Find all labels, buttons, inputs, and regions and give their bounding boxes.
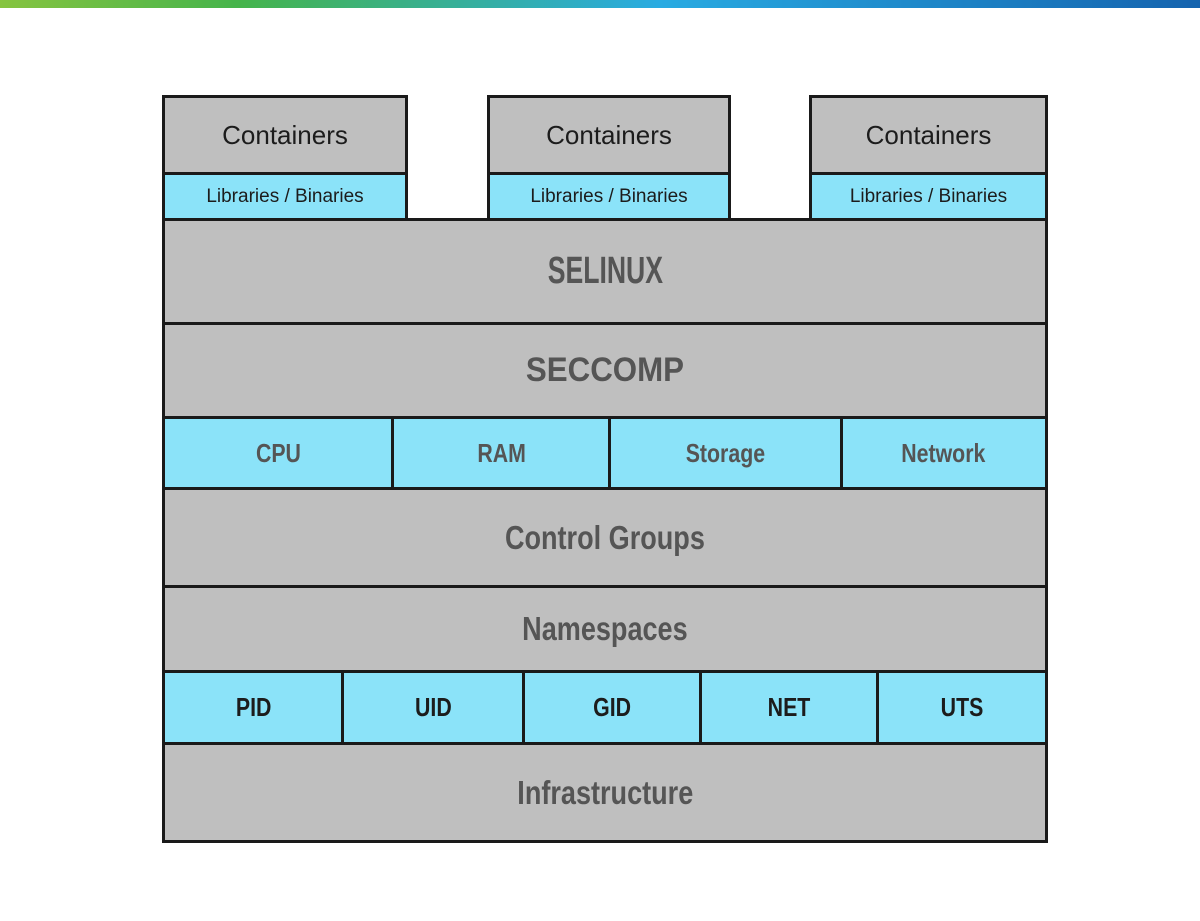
- ns-cell-uid: UID: [341, 670, 525, 745]
- gid-label: GID: [592, 692, 631, 722]
- ns-cell-net: NET: [699, 670, 880, 745]
- container-architecture-diagram: Containers Libraries / Binaries Containe…: [162, 95, 1049, 843]
- net-label: NET: [767, 692, 811, 722]
- uts-label: UTS: [940, 692, 984, 722]
- container-stacks-row: Containers Libraries / Binaries Containe…: [162, 95, 1048, 221]
- pid-label: PID: [235, 692, 271, 722]
- layer-infrastructure: Infrastructure: [162, 742, 1048, 843]
- infrastructure-label: Infrastructure: [517, 773, 693, 811]
- libraries-binaries-label: Libraries / Binaries: [530, 185, 688, 207]
- layer-selinux: SELINUX: [162, 218, 1048, 325]
- layer-seccomp: SECCOMP: [162, 322, 1048, 419]
- resource-cell-network: Network: [839, 416, 1049, 490]
- containers-label: Containers: [546, 119, 672, 150]
- container-stack: Containers Libraries / Binaries: [809, 95, 1048, 221]
- containers-label: Containers: [222, 119, 348, 150]
- ns-cell-uts: UTS: [876, 670, 1049, 745]
- ram-label: RAM: [476, 437, 526, 468]
- container-stack: Containers Libraries / Binaries: [162, 95, 408, 221]
- libraries-binaries-label: Libraries / Binaries: [849, 185, 1008, 207]
- resource-cell-storage: Storage: [608, 416, 843, 490]
- containers-label: Containers: [865, 119, 992, 150]
- container-stack: Containers Libraries / Binaries: [487, 95, 731, 221]
- resource-cell-cpu: CPU: [162, 416, 395, 490]
- seccomp-label: SECCOMP: [525, 351, 685, 389]
- resources-row: CPU RAM Storage Network: [162, 416, 1049, 490]
- libraries-binaries-box: Libraries / Binaries: [162, 172, 408, 221]
- containers-box: Containers: [487, 95, 731, 175]
- containers-box: Containers: [162, 95, 408, 175]
- containers-box: Containers: [809, 95, 1048, 175]
- top-gradient-bar: [0, 0, 1200, 8]
- libraries-binaries-box: Libraries / Binaries: [809, 172, 1048, 221]
- storage-label: Storage: [685, 437, 766, 468]
- libraries-binaries-box: Libraries / Binaries: [487, 172, 731, 221]
- namespaces-label: Namespaces: [522, 610, 688, 647]
- uid-label: UID: [414, 692, 452, 722]
- selinux-label: SELINUX: [547, 250, 663, 292]
- namespace-types-row: PID UID GID NET UTS: [162, 670, 1049, 745]
- control-groups-label: Control Groups: [505, 518, 705, 556]
- resource-cell-ram: RAM: [391, 416, 612, 490]
- ns-cell-gid: GID: [521, 670, 703, 745]
- ns-cell-pid: PID: [162, 670, 345, 745]
- layer-bands: SELINUX SECCOMP CPU RAM Storage Network: [162, 218, 1049, 843]
- layer-control-groups: Control Groups: [162, 487, 1048, 588]
- layer-namespaces: Namespaces: [162, 585, 1048, 673]
- network-label: Network: [901, 437, 986, 468]
- libraries-binaries-label: Libraries / Binaries: [206, 185, 364, 207]
- cpu-label: CPU: [255, 437, 301, 468]
